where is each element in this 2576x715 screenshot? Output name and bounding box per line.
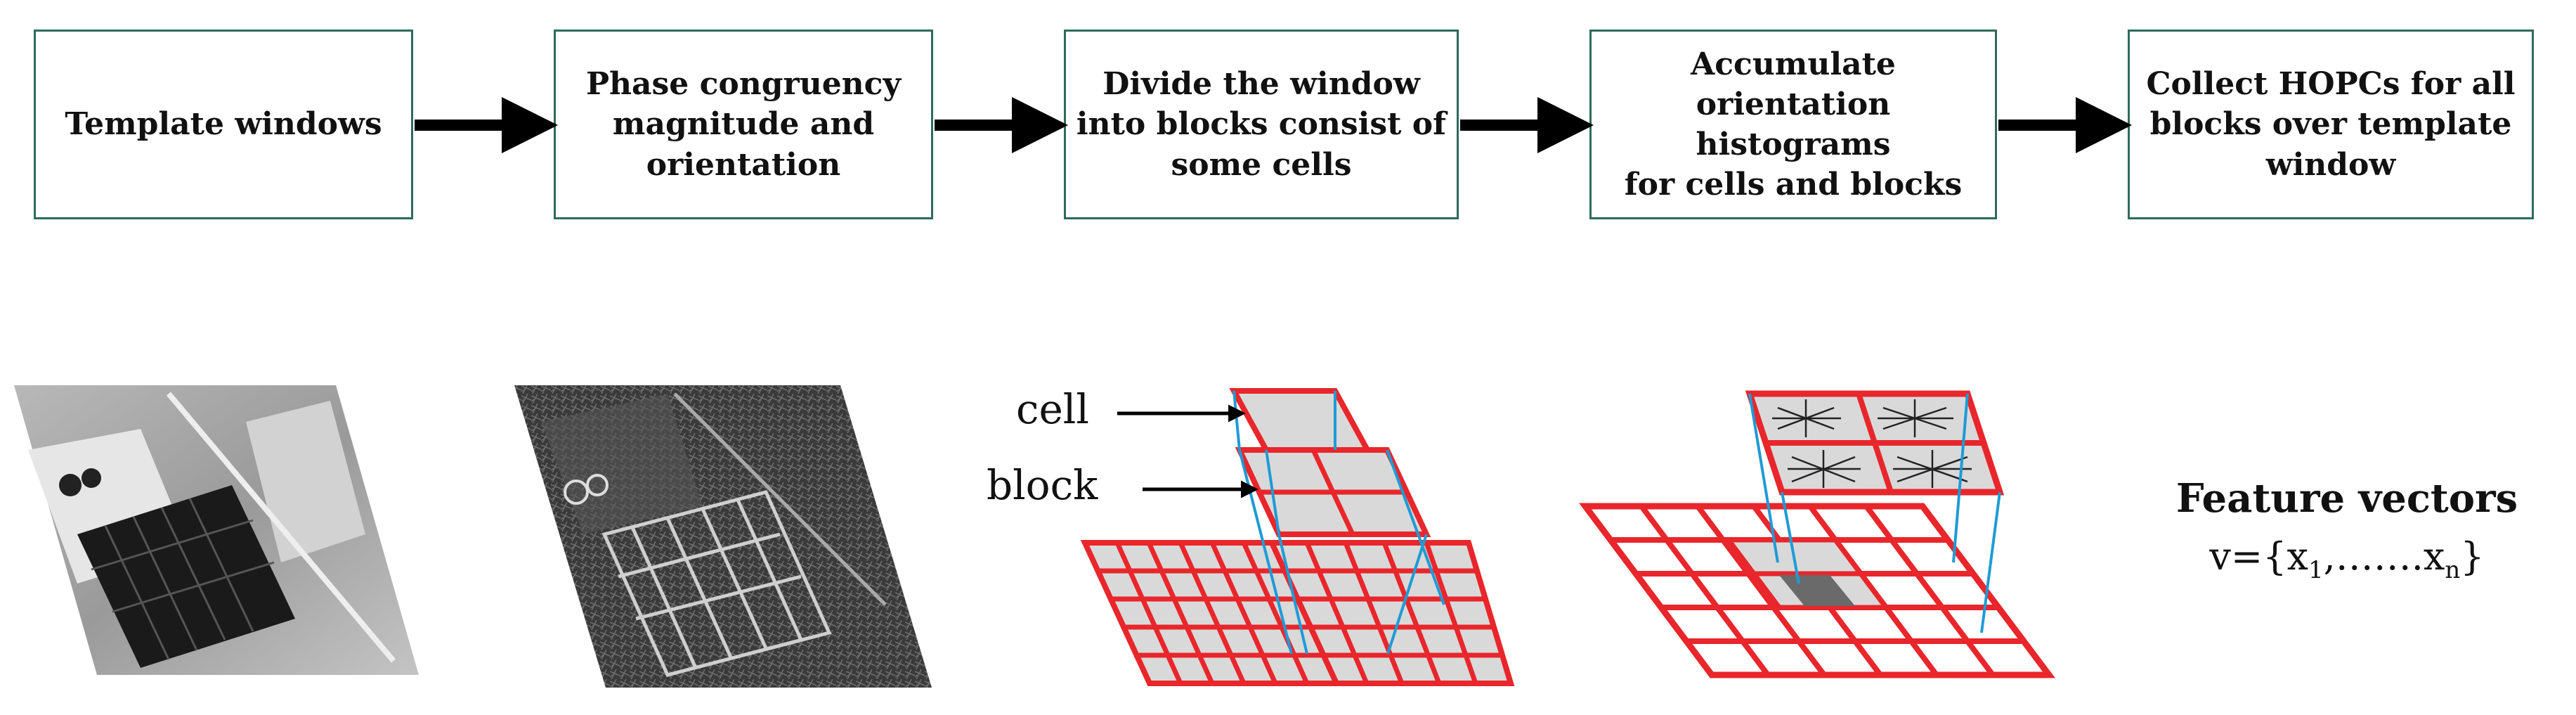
feature-vectors-title: Feature vectors [2175, 475, 2518, 522]
step-collect-hopcs: Collect HOPCs for all blocks over templa… [2128, 30, 2534, 219]
step-accumulate-histograms: Accumulate orientation histograms for ce… [1589, 30, 1997, 219]
formula-prefix: v={x [2209, 534, 2308, 579]
formula-subscript-n: n [2445, 555, 2461, 584]
step-label: Collect HOPCs for all blocks over templa… [2146, 66, 2516, 183]
step-divide-window: Divide the window into blocks consist of… [1064, 30, 1459, 219]
cell-label: cell [1016, 385, 1089, 433]
block-label: block [987, 461, 1098, 509]
step-label: Phase congruency magnitude and orientati… [585, 66, 902, 183]
formula-subscript-1: 1 [2308, 555, 2324, 584]
formula-suffix: } [2460, 534, 2485, 579]
step-label: Template windows [65, 106, 382, 143]
block-cell-grid [1080, 388, 1515, 686]
histogram-grid [1579, 390, 2055, 678]
step-phase-congruency: Phase congruency magnitude and orientati… [554, 30, 933, 219]
step-template-windows: Template windows [34, 30, 413, 219]
formula-middle: ,…….x [2323, 534, 2445, 579]
step-label: Divide the window into blocks consist of… [1076, 66, 1447, 183]
phase-congruency-image [514, 385, 932, 688]
step-label: Accumulate orientation histograms for ce… [1624, 46, 1963, 203]
feature-vectors-formula: v={x1,…….xn} [2150, 534, 2544, 584]
template-window-image [14, 385, 419, 675]
